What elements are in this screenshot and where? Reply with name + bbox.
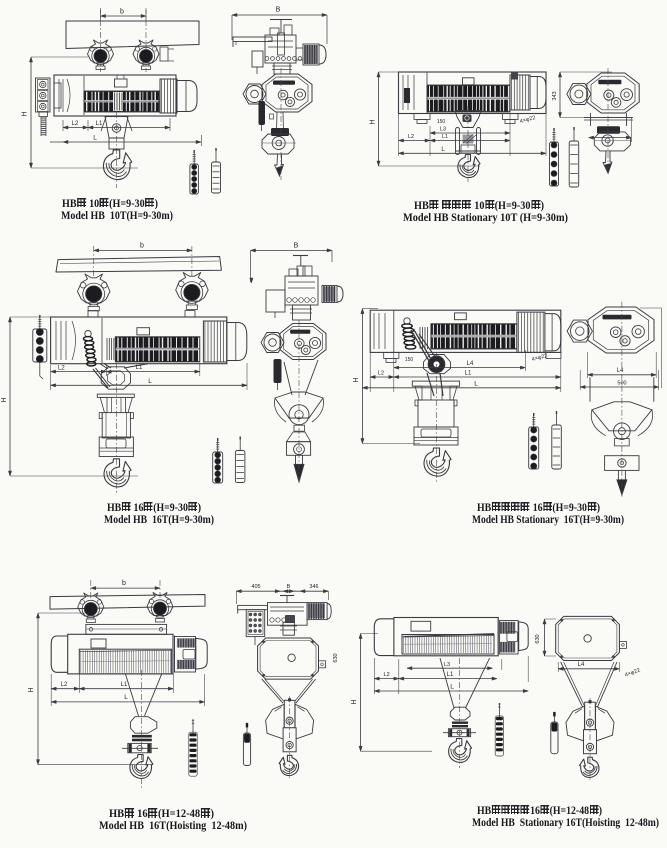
svg-text:L4: L4 [578, 662, 585, 668]
svg-text:150: 150 [437, 119, 446, 125]
svg-text:L2: L2 [384, 672, 390, 678]
svg-text:4×φ22: 4×φ22 [531, 353, 548, 363]
svg-text:H: H [22, 111, 29, 116]
svg-text:150: 150 [405, 357, 414, 363]
svg-text:H: H [351, 699, 358, 704]
svg-text:L: L [148, 378, 152, 385]
svg-text:L: L [474, 380, 478, 387]
svg-text:L2: L2 [58, 365, 65, 371]
svg-text:B: B [294, 242, 299, 249]
svg-text:B: B [276, 7, 281, 14]
svg-text:L1: L1 [96, 121, 103, 127]
svg-text:b: b [120, 9, 124, 16]
svg-text:L2: L2 [72, 121, 79, 127]
svg-text:L3: L3 [440, 127, 446, 133]
svg-text:L3: L3 [444, 662, 450, 668]
svg-text:346: 346 [309, 584, 318, 590]
svg-text:B: B [287, 584, 291, 590]
svg-text:L: L [450, 684, 454, 691]
svg-text:L4: L4 [467, 361, 474, 367]
svg-text:H: H [1, 397, 8, 402]
svg-text:L2: L2 [378, 371, 384, 377]
svg-text:H: H [28, 687, 35, 692]
svg-text:L1: L1 [136, 365, 143, 371]
svg-text:L2: L2 [61, 682, 68, 688]
svg-text:L1: L1 [121, 682, 128, 688]
svg-text:L: L [124, 694, 128, 701]
svg-text:H: H [353, 377, 360, 382]
svg-text:L4: L4 [617, 368, 624, 374]
svg-text:L1: L1 [465, 371, 472, 377]
svg-text:L: L [441, 147, 445, 153]
svg-text:630: 630 [333, 653, 339, 662]
svg-text:L1: L1 [447, 672, 454, 678]
svg-text:405: 405 [251, 584, 260, 590]
svg-text:L2: L2 [408, 134, 414, 140]
svg-text:b: b [140, 243, 144, 250]
svg-text:4×φ22: 4×φ22 [519, 115, 536, 125]
svg-text:b: b [122, 580, 126, 587]
svg-text:L: L [93, 135, 97, 142]
svg-text:H: H [370, 119, 377, 124]
svg-text:343: 343 [552, 91, 558, 100]
svg-text:L1: L1 [442, 134, 448, 140]
svg-text:4×φ22: 4×φ22 [624, 668, 641, 679]
svg-text:630: 630 [535, 634, 541, 643]
